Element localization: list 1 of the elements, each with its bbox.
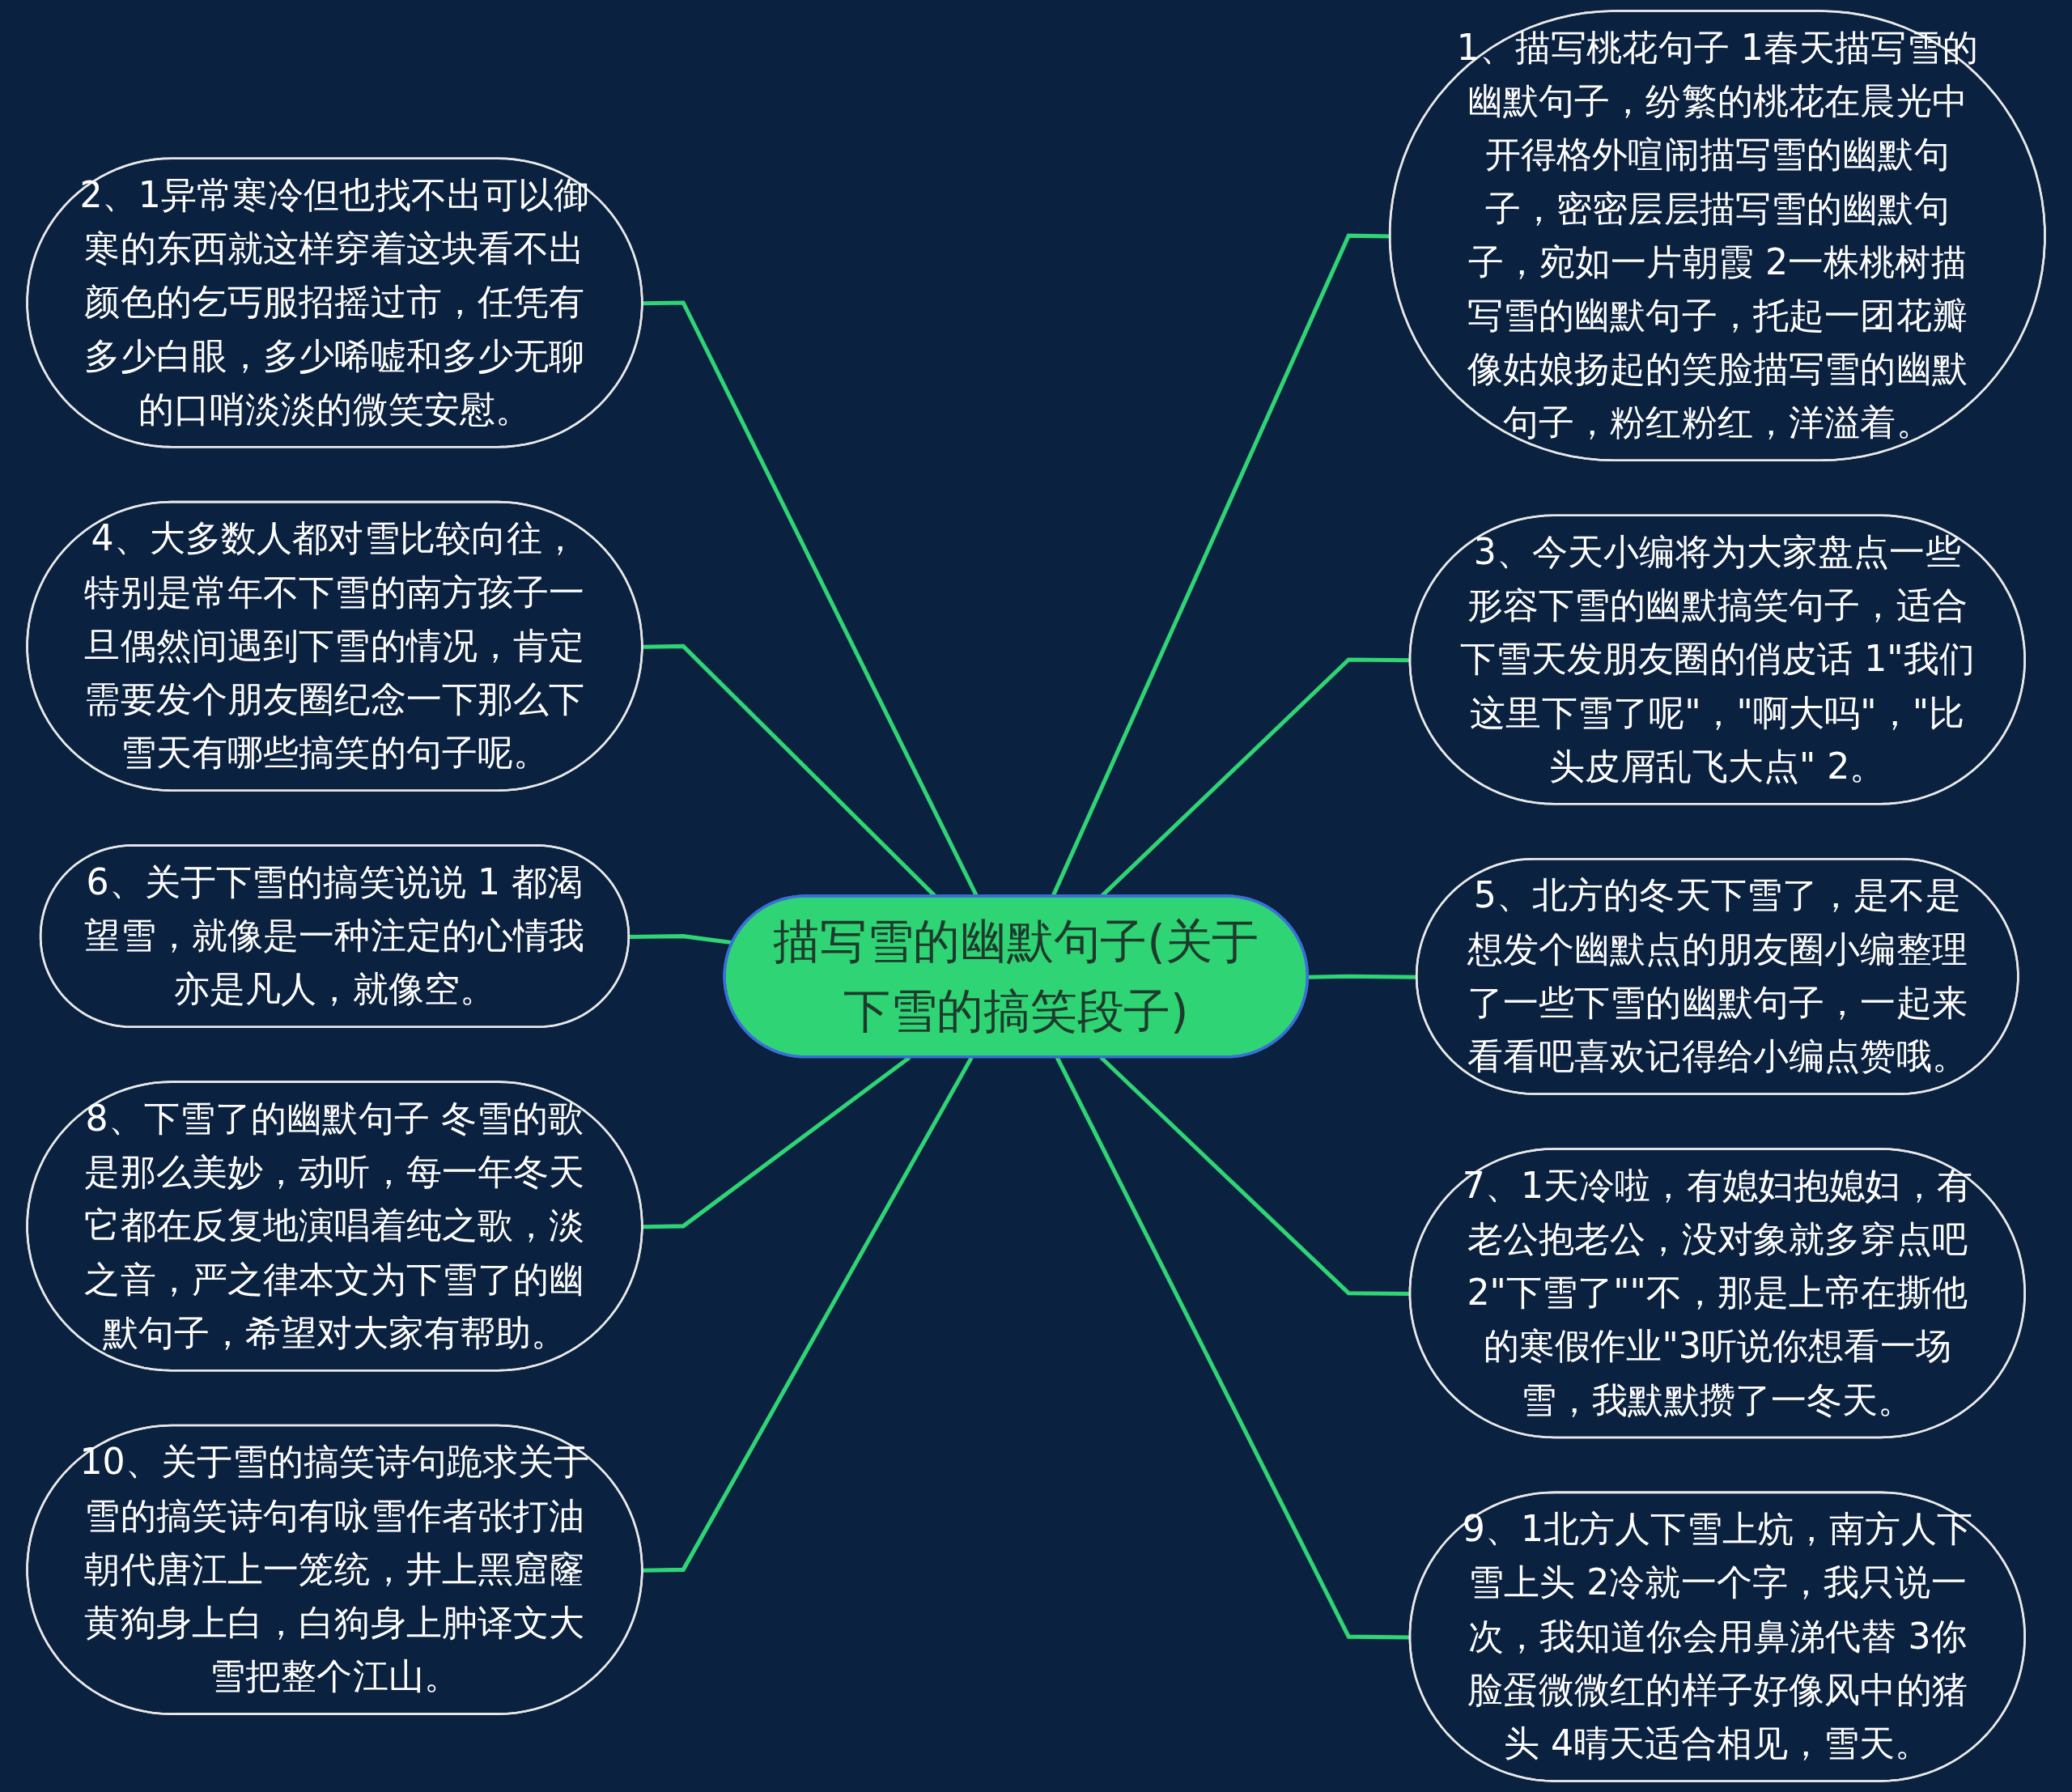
connector: [643, 1056, 974, 1573]
